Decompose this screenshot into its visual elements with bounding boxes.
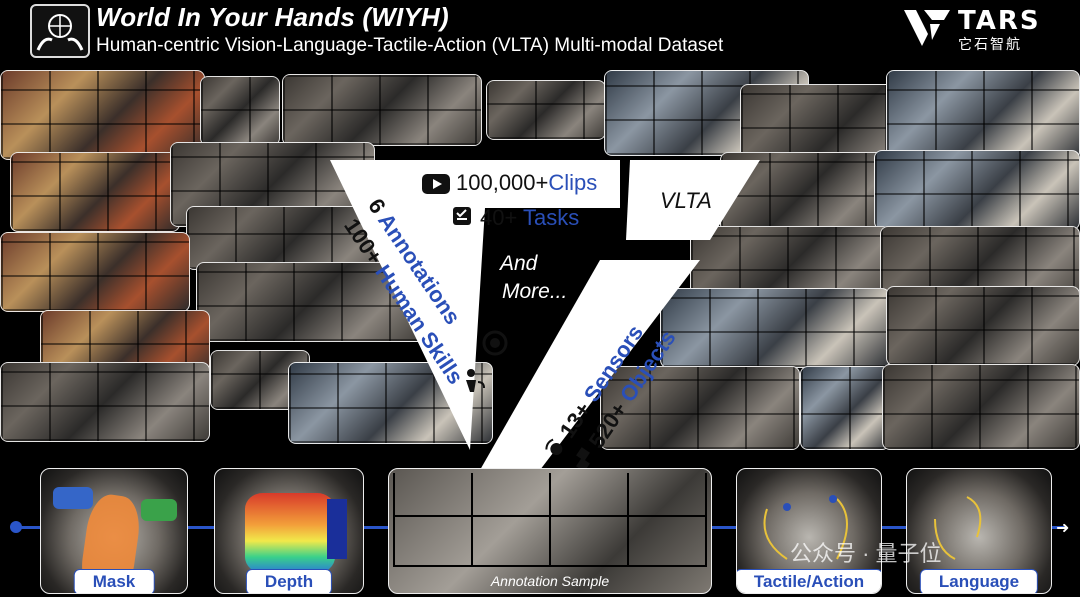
page-title: World In Your Hands (WIYH) (96, 2, 449, 32)
checklist-icon (452, 205, 474, 233)
mask-overlay-blue (53, 487, 93, 509)
header: World In Your Hands (WIYH) Human-centric… (0, 0, 1080, 66)
tars-mark-icon (904, 10, 950, 46)
mask-label: Mask (73, 569, 155, 593)
frame-tile (10, 152, 180, 232)
frame-tile (0, 232, 190, 312)
hand-trajectory-overlay (763, 495, 848, 560)
stat-clips: 100,000+Clips (422, 170, 597, 196)
human-skill-icon (462, 368, 488, 399)
annotation-sample-label: Annotation Sample (490, 573, 610, 589)
and-more-line1: And (500, 252, 538, 275)
brand-name: TARS (958, 6, 1041, 36)
timeline-arrow-icon: ➜ (1056, 520, 1070, 537)
mask-overlay-green (141, 499, 177, 521)
brand-chinese-name: 它石智航 (958, 36, 1022, 52)
hands-globe-logo-icon (30, 4, 90, 58)
frame-tile (886, 70, 1080, 160)
annotation-sample-panel: Annotation Sample (388, 468, 712, 594)
depth-label: Depth (245, 569, 333, 593)
stats-v-logo: 100,000+Clips 40+ Tasks VLTA And More...… (330, 150, 760, 472)
frame-tile (886, 286, 1080, 366)
timeline-start-dot (10, 521, 22, 533)
depth-map (245, 493, 335, 573)
tactile-action-panel: Tactile/Action (736, 468, 882, 594)
frame-tile (874, 150, 1080, 230)
v-logo-shape (330, 160, 760, 470)
tactile-action-label: Tactile/Action (737, 569, 881, 593)
language-trajectory-overlay (934, 496, 982, 560)
depth-panel: Depth (214, 468, 364, 594)
vlta-label: VLTA (660, 188, 712, 213)
page-subtitle: Human-centric Vision-Language-Tactile-Ac… (96, 35, 724, 56)
frame-tile (600, 366, 800, 450)
depth-map-edge (327, 499, 347, 559)
language-label: Language (919, 569, 1039, 593)
watermark: 公众号 · 量子位 (790, 541, 942, 566)
stat-sensors: 13+ Sensors (540, 320, 650, 465)
and-more-line2: More... (502, 280, 568, 303)
target-icon (482, 330, 508, 361)
language-panel: Language (906, 468, 1052, 594)
sample-frame-grid (393, 473, 707, 567)
frame-tile (800, 366, 890, 450)
frame-tile (0, 362, 210, 442)
frame-tile (660, 288, 890, 368)
frame-tile (882, 364, 1080, 450)
stat-tasks: 40+ Tasks (452, 205, 579, 233)
video-play-icon (422, 174, 450, 195)
mask-panel: Mask (40, 468, 188, 594)
frame-tile (200, 76, 280, 146)
annotation-strip: ➜ Mask Depth Annotation Sample Tactile/A… (0, 458, 1080, 597)
frame-tile (282, 74, 482, 146)
sensor-icon (541, 434, 574, 465)
brand-logo: TARS 它石智航 (902, 6, 1052, 52)
frame-tile (486, 80, 606, 140)
